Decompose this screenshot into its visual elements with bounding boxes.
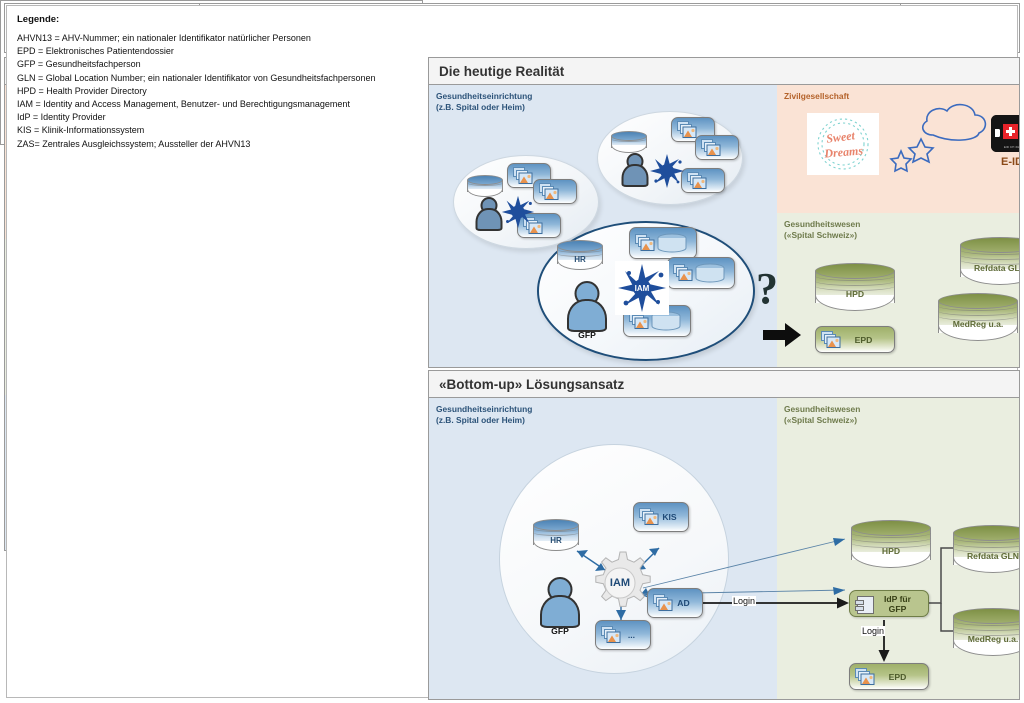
legend-line: HPD = Health Provider Directory bbox=[17, 85, 147, 96]
gear-icon bbox=[595, 551, 651, 607]
cylinder-hpd-reality-label: HPD bbox=[845, 289, 865, 299]
gear-iam-label: IAM bbox=[609, 577, 631, 589]
component-icon bbox=[855, 595, 874, 614]
legend-line: IdP = Identity Provider bbox=[17, 112, 106, 123]
cylinder-refdata-bottomup: Refdata GLN bbox=[953, 525, 1020, 573]
node-more-label: ... bbox=[627, 630, 636, 640]
cylinder-hpd-bottomup-label: HPD bbox=[881, 546, 901, 556]
legend-line: AHVN13 = AHV-Nummer; ein nationaler Iden… bbox=[17, 33, 311, 43]
main-app-1 bbox=[629, 227, 697, 259]
iam-splat-icon: IAM bbox=[618, 264, 666, 312]
legend-line: GLN = Global Location Number; ein nation… bbox=[17, 72, 376, 83]
panel-reality: Die heutige Realität Gesundheitseinricht… bbox=[428, 57, 1020, 368]
svg-text:EID CH 3485 044 379: EID CH 3485 044 379 bbox=[1004, 145, 1020, 149]
cylinder-medreg-reality: MedReg u.a. bbox=[938, 293, 1018, 341]
cluster-b-app-2 bbox=[533, 179, 577, 204]
cylinder-medreg-reality-label: MedReg u.a. bbox=[952, 319, 1004, 329]
panel-bottomup-body: Gesundheitseinrichtung (z.B. Spital oder… bbox=[429, 398, 1019, 699]
person-gfp-bottomup-label: GFP bbox=[551, 626, 569, 636]
band-label-gesundheitswesen-bottomup: Gesundheitswesen («Spital Schweiz») bbox=[784, 404, 861, 425]
eid-card-icon: EID CH 3485 044 379 bbox=[991, 115, 1020, 152]
cylinder-refdata-bottomup-label: Refdata GLN bbox=[966, 551, 1020, 561]
legend-line: EPD = Elektronisches Patientendossier bbox=[17, 46, 174, 57]
band-label-gesundheitswesen-reality: Gesundheitswesen («Spital Schweiz») bbox=[784, 219, 861, 240]
band-label-einrichtung-reality: Gesundheitseinrichtung (z.B. Spital oder… bbox=[436, 91, 533, 112]
node-idp-fuer-gfp-label: IdP für GFP bbox=[883, 593, 912, 614]
sweet-dreams-logo: Sweet Dreams bbox=[807, 113, 879, 175]
eid-label-reality: E-ID bbox=[1001, 156, 1019, 168]
person-gfp-bottomup: GFP bbox=[537, 576, 583, 638]
band-label-einrichtung-bottomup: Gesundheitseinrichtung (z.B. Spital oder… bbox=[436, 404, 533, 425]
node-ad[interactable]: AD bbox=[647, 588, 703, 618]
cylinder-hr-reality: HR bbox=[557, 240, 603, 270]
cluster-a-app-3 bbox=[681, 168, 725, 193]
cluster-b-cylinder bbox=[467, 175, 503, 197]
svg-text:IAM: IAM bbox=[635, 284, 650, 293]
panel-bottomup-title: «Bottom-up» Lösungsansatz bbox=[429, 371, 1019, 398]
cluster-a-person bbox=[621, 153, 649, 189]
legend-line: KIS = Klinik-Informationssystem bbox=[17, 125, 145, 136]
cylinder-hpd-reality: HPD bbox=[815, 263, 895, 311]
node-more[interactable]: ... bbox=[595, 620, 651, 650]
legend-title: Legende: bbox=[17, 14, 60, 25]
node-epd-reality-label: EPD bbox=[854, 334, 873, 345]
node-epd-bottomup-label: EPD bbox=[888, 671, 907, 682]
svg-text:Sweet: Sweet bbox=[825, 128, 856, 145]
band-label-zivil-reality: Zivilgesellschaft bbox=[784, 91, 850, 101]
person-gfp-reality: GFP bbox=[564, 280, 610, 342]
label-login-epd-bottomup: Login bbox=[861, 626, 886, 636]
cylinder-refdata-reality-label: Refdata GLN bbox=[973, 263, 1020, 273]
svg-text:Dreams: Dreams bbox=[823, 143, 864, 160]
cluster-a-cylinder bbox=[611, 131, 647, 153]
label-login-idp: Login bbox=[732, 596, 757, 606]
iam-splat-box: IAM bbox=[615, 261, 669, 315]
node-idp-fuer-gfp[interactable]: IdP für GFP bbox=[849, 590, 929, 617]
legend-line: GFP = Gesundheitsfachperson bbox=[17, 59, 141, 70]
node-ad-label: AD bbox=[677, 598, 690, 608]
node-epd-reality[interactable]: EPD bbox=[815, 326, 895, 353]
legend-line: ZAS= Zentrales Ausgleichssystem; Ausstel… bbox=[17, 138, 251, 149]
cylinder-hpd-bottomup: HPD bbox=[851, 520, 931, 568]
person-gfp-reality-label: GFP bbox=[578, 330, 596, 340]
cylinder-refdata-reality: Refdata GLN bbox=[960, 237, 1020, 285]
panel-bottomup: «Bottom-up» Lösungsansatz Gesundheitsein… bbox=[428, 370, 1020, 700]
node-kis-bottomup-label: KIS bbox=[662, 512, 677, 522]
node-kis-bottomup[interactable]: KIS bbox=[633, 502, 689, 532]
cluster-b-person bbox=[475, 197, 503, 233]
cluster-a-app-2 bbox=[695, 135, 739, 160]
panel-reality-body: Gesundheitseinrichtung (z.B. Spital oder… bbox=[429, 85, 1019, 367]
component-icon-wrap bbox=[855, 595, 875, 614]
cylinder-medreg-bottomup-label: MedReg u.a. bbox=[967, 634, 1019, 644]
cylinder-hr-bottomup-label: HR bbox=[550, 536, 562, 545]
gear-iam: IAM bbox=[587, 550, 653, 616]
cylinder-medreg-bottomup: MedReg u.a. bbox=[953, 608, 1019, 656]
cluster-b-app-3 bbox=[517, 213, 561, 238]
cylinder-hr-reality-label: HR bbox=[574, 255, 586, 264]
cylinder-hr-bottomup: HR bbox=[533, 519, 579, 551]
legend-line: IAM = Identity and Access Management, Be… bbox=[17, 99, 350, 110]
node-epd-bottomup[interactable]: EPD bbox=[849, 663, 929, 690]
main-app-2 bbox=[667, 257, 735, 289]
panel-reality-title: Die heutige Realität bbox=[429, 58, 1019, 85]
question-mark-icon: ? bbox=[756, 264, 778, 313]
